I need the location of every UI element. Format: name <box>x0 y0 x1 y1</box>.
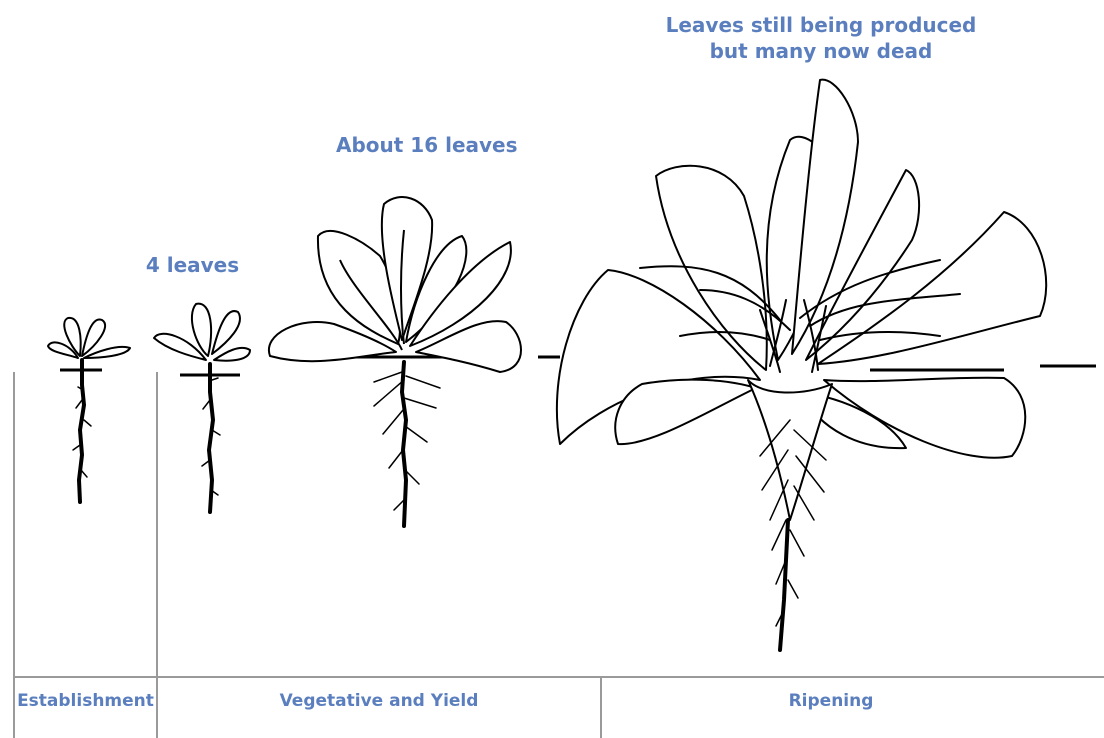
stage-label-ripening: Ripening <box>601 690 1061 712</box>
ripening-leaves-label: Leaves still being produced but many now… <box>660 12 982 64</box>
sixteen-leaves-label: About 16 leaves <box>336 132 516 158</box>
ripening-leaves-label-line1: Leaves still being produced <box>660 12 982 38</box>
four-leaf-plant-illustration <box>154 304 250 512</box>
four-leaves-label: 4 leaves <box>140 252 245 278</box>
ripening-plant-illustration <box>557 80 1096 650</box>
ripening-leaves-label-line2: but many now dead <box>660 38 982 64</box>
stage-label-vegetative-yield: Vegetative and Yield <box>157 690 601 712</box>
sixteen-leaf-plant-illustration <box>269 197 560 526</box>
seedling-plant-illustration <box>48 318 130 502</box>
stage-label-establishment: Establishment <box>14 690 157 712</box>
